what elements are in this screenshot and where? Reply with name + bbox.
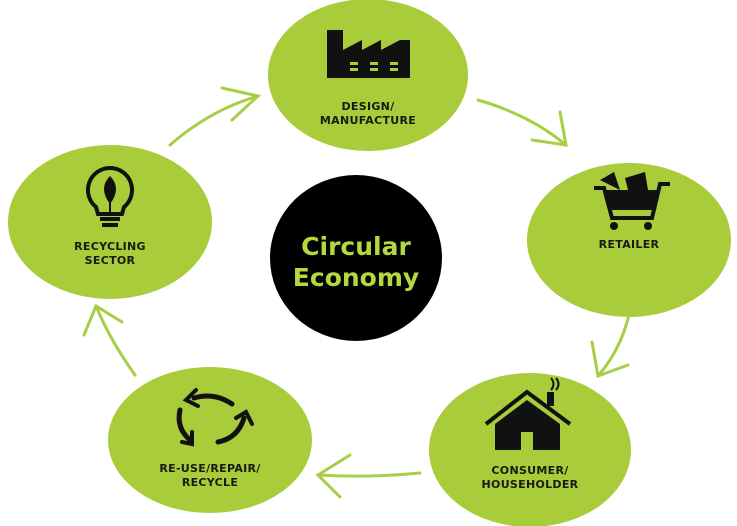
node-label-line2: MANUFACTURE <box>320 114 416 127</box>
arrow-consumer-to-reuse <box>315 453 422 499</box>
node-label-line2: SECTOR <box>85 254 136 267</box>
node-label-line1: RECYCLING <box>74 240 146 253</box>
node-label-line1: RE-USE/REPAIR/ <box>159 462 261 475</box>
shopping-cart-icon <box>594 172 670 230</box>
node-reuse-repair-recycle: RE-USE/REPAIR/ RECYCLE <box>108 367 312 513</box>
factory-icon <box>327 30 410 78</box>
node-design-manufacture: DESIGN/ MANUFACTURE <box>268 0 468 151</box>
arrow-design-to-retailer <box>476 98 568 147</box>
recycle-arrows-icon <box>176 388 254 447</box>
node-label-line1: RETAILER <box>599 238 660 251</box>
arrow-reuse-to-recycling <box>82 303 137 377</box>
center-title-line2: Economy <box>293 263 419 292</box>
arrow-recycling-to-design <box>168 86 262 147</box>
node-consumer-householder: CONSUMER/ HOUSEHOLDER <box>429 373 631 526</box>
node-label-line1: CONSUMER/ <box>491 464 569 477</box>
node-label-line2: HOUSEHOLDER <box>482 478 579 491</box>
node-retailer: RETAILER <box>527 163 731 317</box>
node-recycling-sector: RECYCLING SECTOR <box>8 145 212 299</box>
center-circle: Circular Economy <box>270 175 442 341</box>
house-icon <box>484 377 572 450</box>
node-label-line2: RECYCLE <box>182 476 238 489</box>
center-title-line1: Circular <box>301 232 411 261</box>
lightbulb-leaf-icon <box>85 165 135 227</box>
node-label-line1: DESIGN/ <box>341 100 395 113</box>
